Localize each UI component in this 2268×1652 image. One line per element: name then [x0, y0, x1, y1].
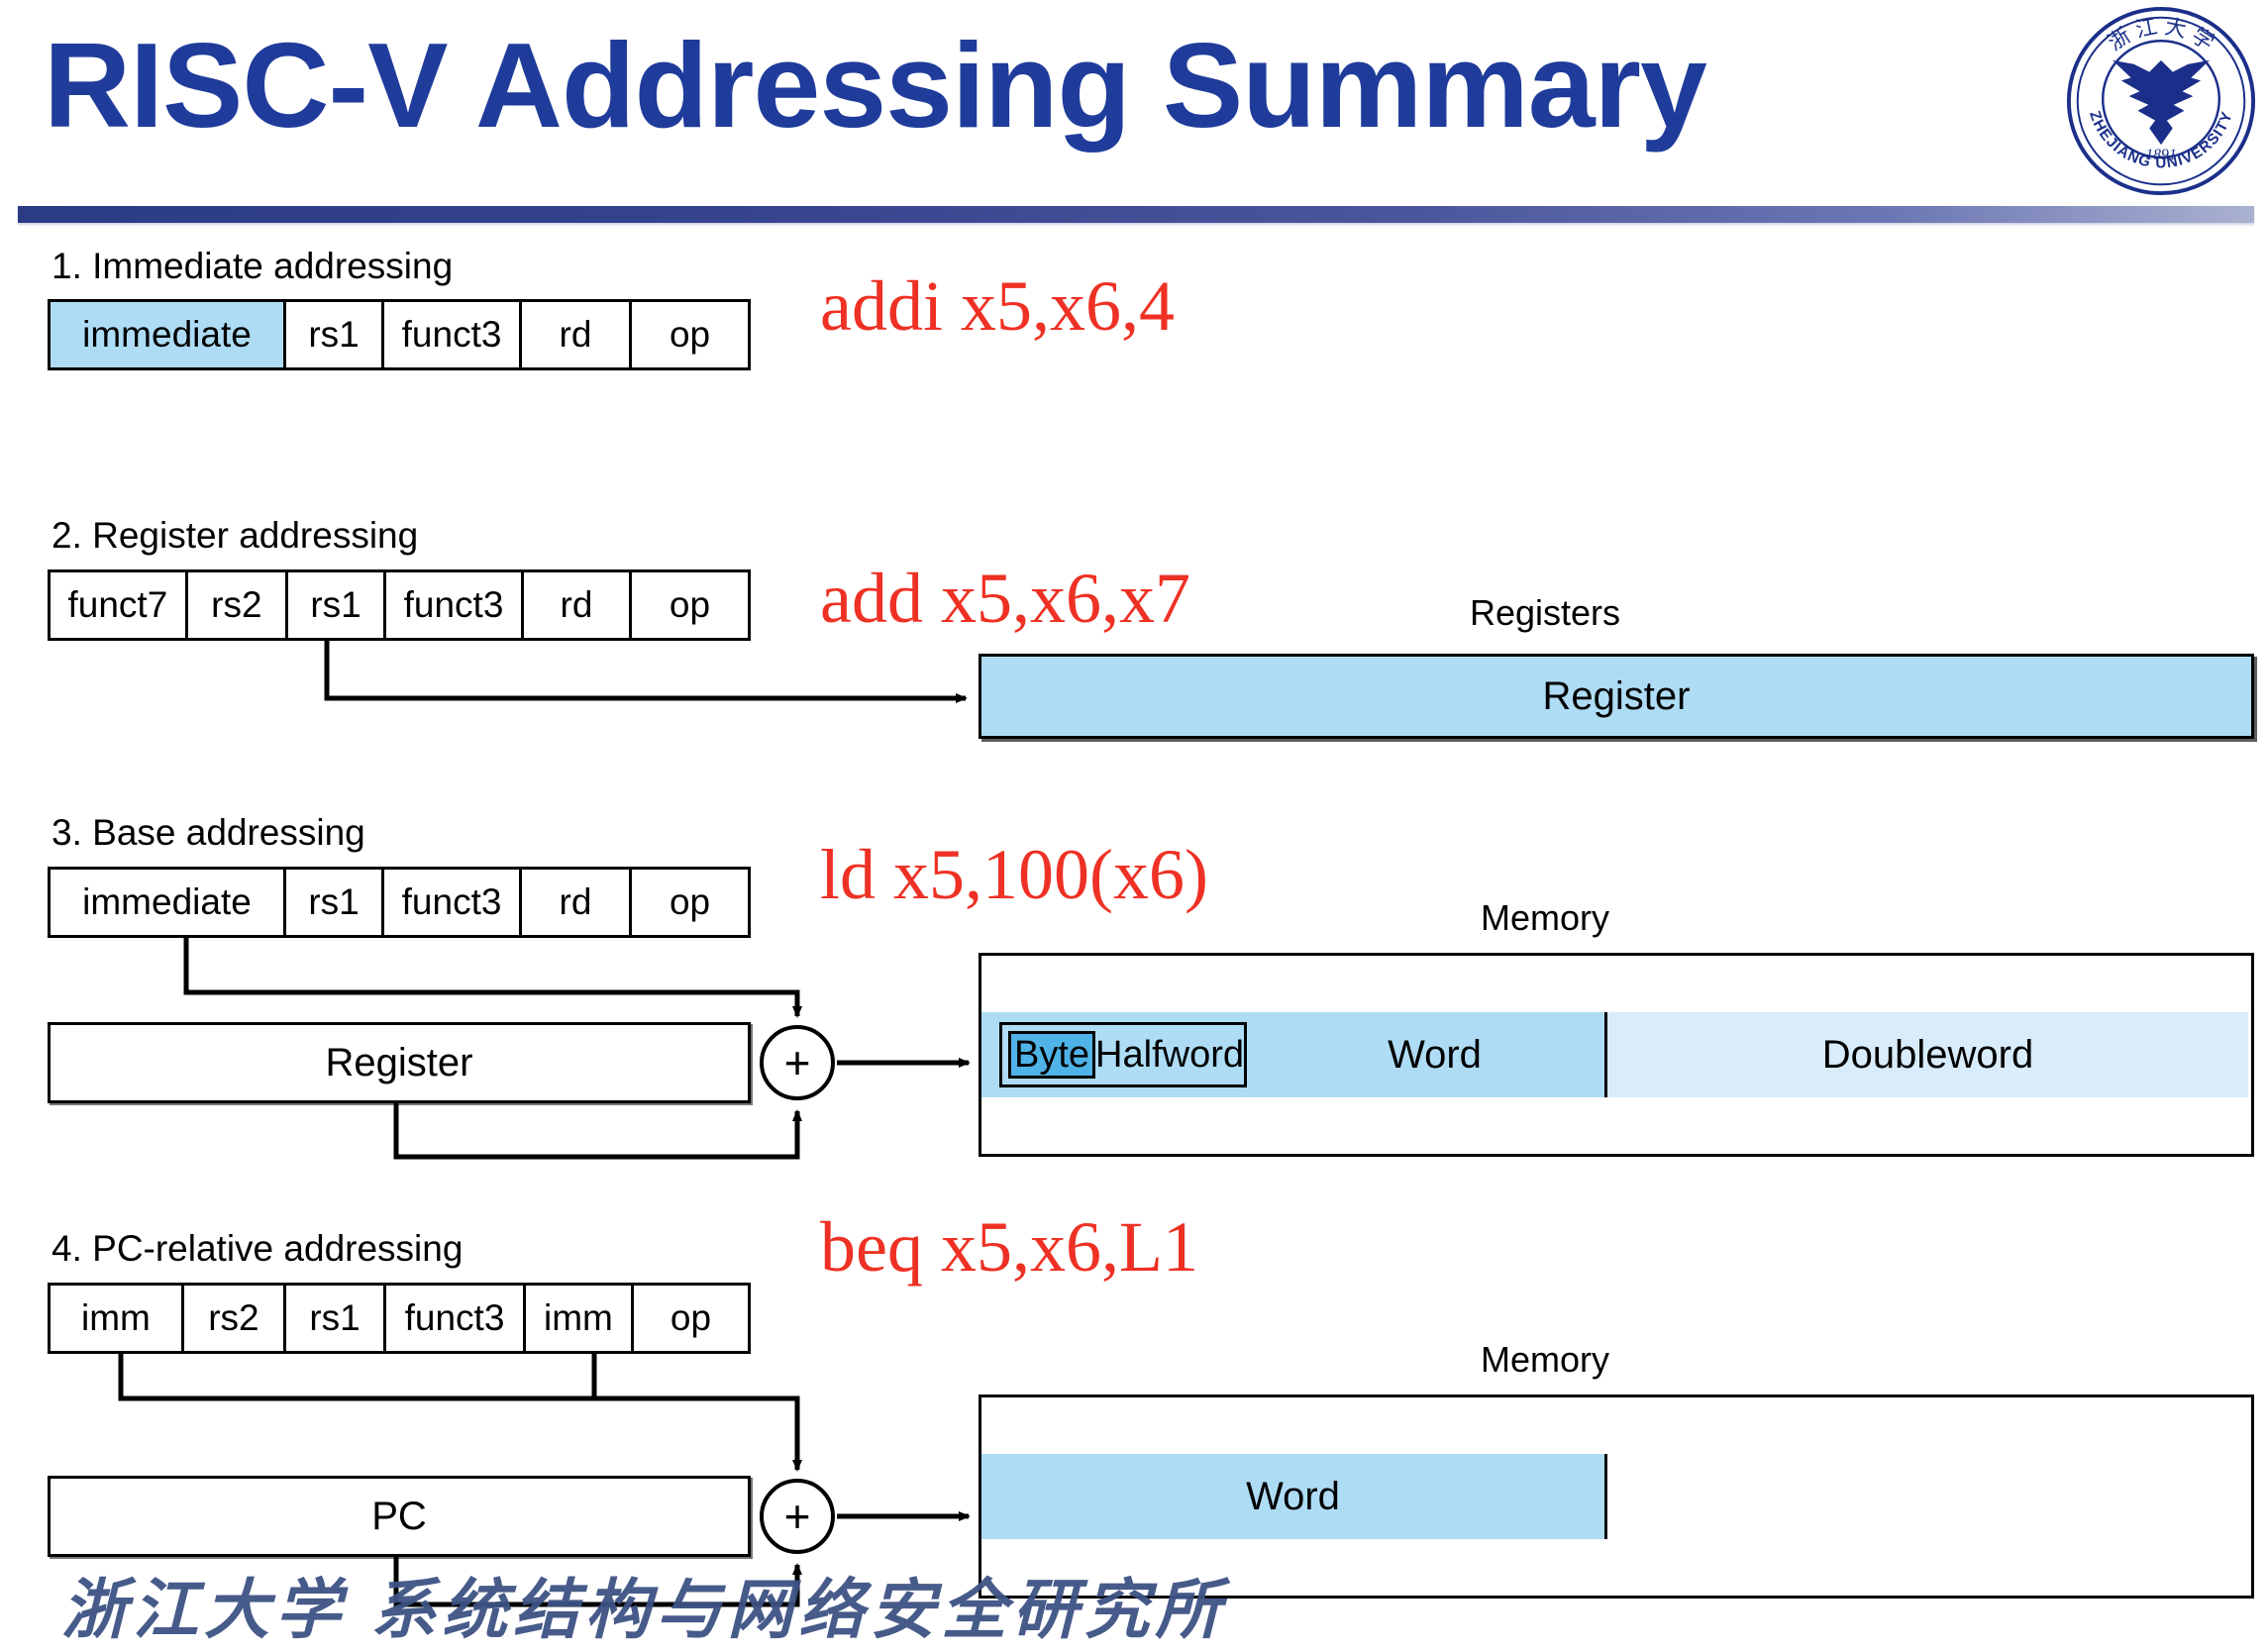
halfword-label: Halfword [1095, 1033, 1244, 1076]
zhejiang-university-logo-icon: 1891 ZHEJIANG UNIVERSITY 浙 江 大 学 [2066, 6, 2256, 196]
field-op: op [632, 572, 748, 638]
doubleword-cell: Doubleword [1607, 1012, 2248, 1097]
word-cell: Byte Halfword Word [981, 1012, 1607, 1097]
adder-plus-icon: + [783, 1491, 811, 1542]
memory-band-pcrel: Word [981, 1454, 2251, 1539]
svg-text:1891: 1891 [2145, 147, 2176, 163]
memory-band-base: Byte Halfword Word Doubleword [981, 1012, 2251, 1097]
registers-block: Register [979, 654, 2254, 739]
footer-institute-text: 浙江大学 系统结构与网络安全研究所 [61, 1573, 1227, 1646]
field-rd: rd [523, 572, 632, 638]
field-rd: rd [521, 302, 633, 367]
registers-block-label: Register [1542, 673, 1691, 718]
field-funct7: funct7 [51, 572, 188, 638]
section-3-label: 3. Base addressing [52, 812, 365, 853]
base-register-label: Register [325, 1040, 473, 1084]
field-imm-low: imm [525, 1286, 634, 1351]
section-3-instruction-text: ld x5,100(x6) [820, 835, 1208, 914]
section-4-instruction-format: imm rs2 rs1 funct3 imm op [48, 1283, 751, 1354]
field-immediate: immediate [51, 302, 286, 367]
field-funct3: funct3 [386, 572, 524, 638]
adder-plus-icon: + [783, 1037, 811, 1088]
field-funct3: funct3 [384, 302, 522, 367]
field-immediate: immediate [51, 870, 286, 935]
base-register-box: Register [48, 1022, 751, 1103]
section-2-instruction-format: funct7 rs2 rs1 funct3 rd op [48, 569, 751, 641]
field-rs1: rs1 [285, 870, 385, 935]
page-title: RISC-V Addressing Summary [44, 18, 1707, 153]
registers-caption: Registers [1469, 592, 1621, 633]
field-rs1: rs1 [285, 1286, 387, 1351]
title-divider-rule [18, 206, 2254, 223]
memory-caption-pcrel: Memory [1480, 1339, 1609, 1380]
byte-cell: Byte [1008, 1031, 1096, 1079]
word-cell-pcrel: Word [981, 1454, 1607, 1539]
connector-wires [118, 641, 971, 1607]
field-rs1: rs1 [287, 572, 387, 638]
field-rs2: rs2 [187, 572, 288, 638]
section-1-instruction-format: immediate rs1 funct3 rd op [48, 299, 751, 370]
field-funct3: funct3 [384, 870, 522, 935]
field-funct3: funct3 [386, 1286, 526, 1351]
field-op: op [632, 302, 749, 367]
section-2-label: 2. Register addressing [52, 515, 419, 556]
section-2-instruction-text: add x5,x6,x7 [820, 559, 1190, 638]
pc-box: PC [48, 1476, 751, 1557]
pcrel-adder: + [760, 1479, 835, 1554]
field-op: op [634, 1286, 748, 1351]
word-label: Word [1388, 1032, 1482, 1077]
slide-canvas: RISC-V Addressing Summary 1891 ZHEJIANG … [18, 6, 2256, 1646]
pc-label: PC [371, 1494, 427, 1538]
halfword-cell: Byte Halfword [999, 1022, 1247, 1087]
section-4-label: 4. PC-relative addressing [52, 1228, 464, 1269]
field-imm-high: imm [51, 1286, 184, 1351]
section-1-instruction-text: addi x5,x6,4 [820, 266, 1175, 346]
svg-text:浙 江 大 学: 浙 江 大 学 [2104, 15, 2217, 55]
section-4-instruction-text: beq x5,x6,L1 [820, 1207, 1198, 1287]
field-op: op [632, 870, 749, 935]
memory-caption-base: Memory [1480, 897, 1609, 938]
field-rs1: rs1 [285, 302, 385, 367]
memory-empty-cell-pcrel [1607, 1454, 2248, 1539]
section-1-label: 1. Immediate addressing [52, 246, 454, 286]
field-rd: rd [521, 870, 633, 935]
section-3-instruction-format: immediate rs1 funct3 rd op [48, 867, 751, 938]
base-adder: + [760, 1025, 835, 1100]
field-rs2: rs2 [183, 1286, 286, 1351]
